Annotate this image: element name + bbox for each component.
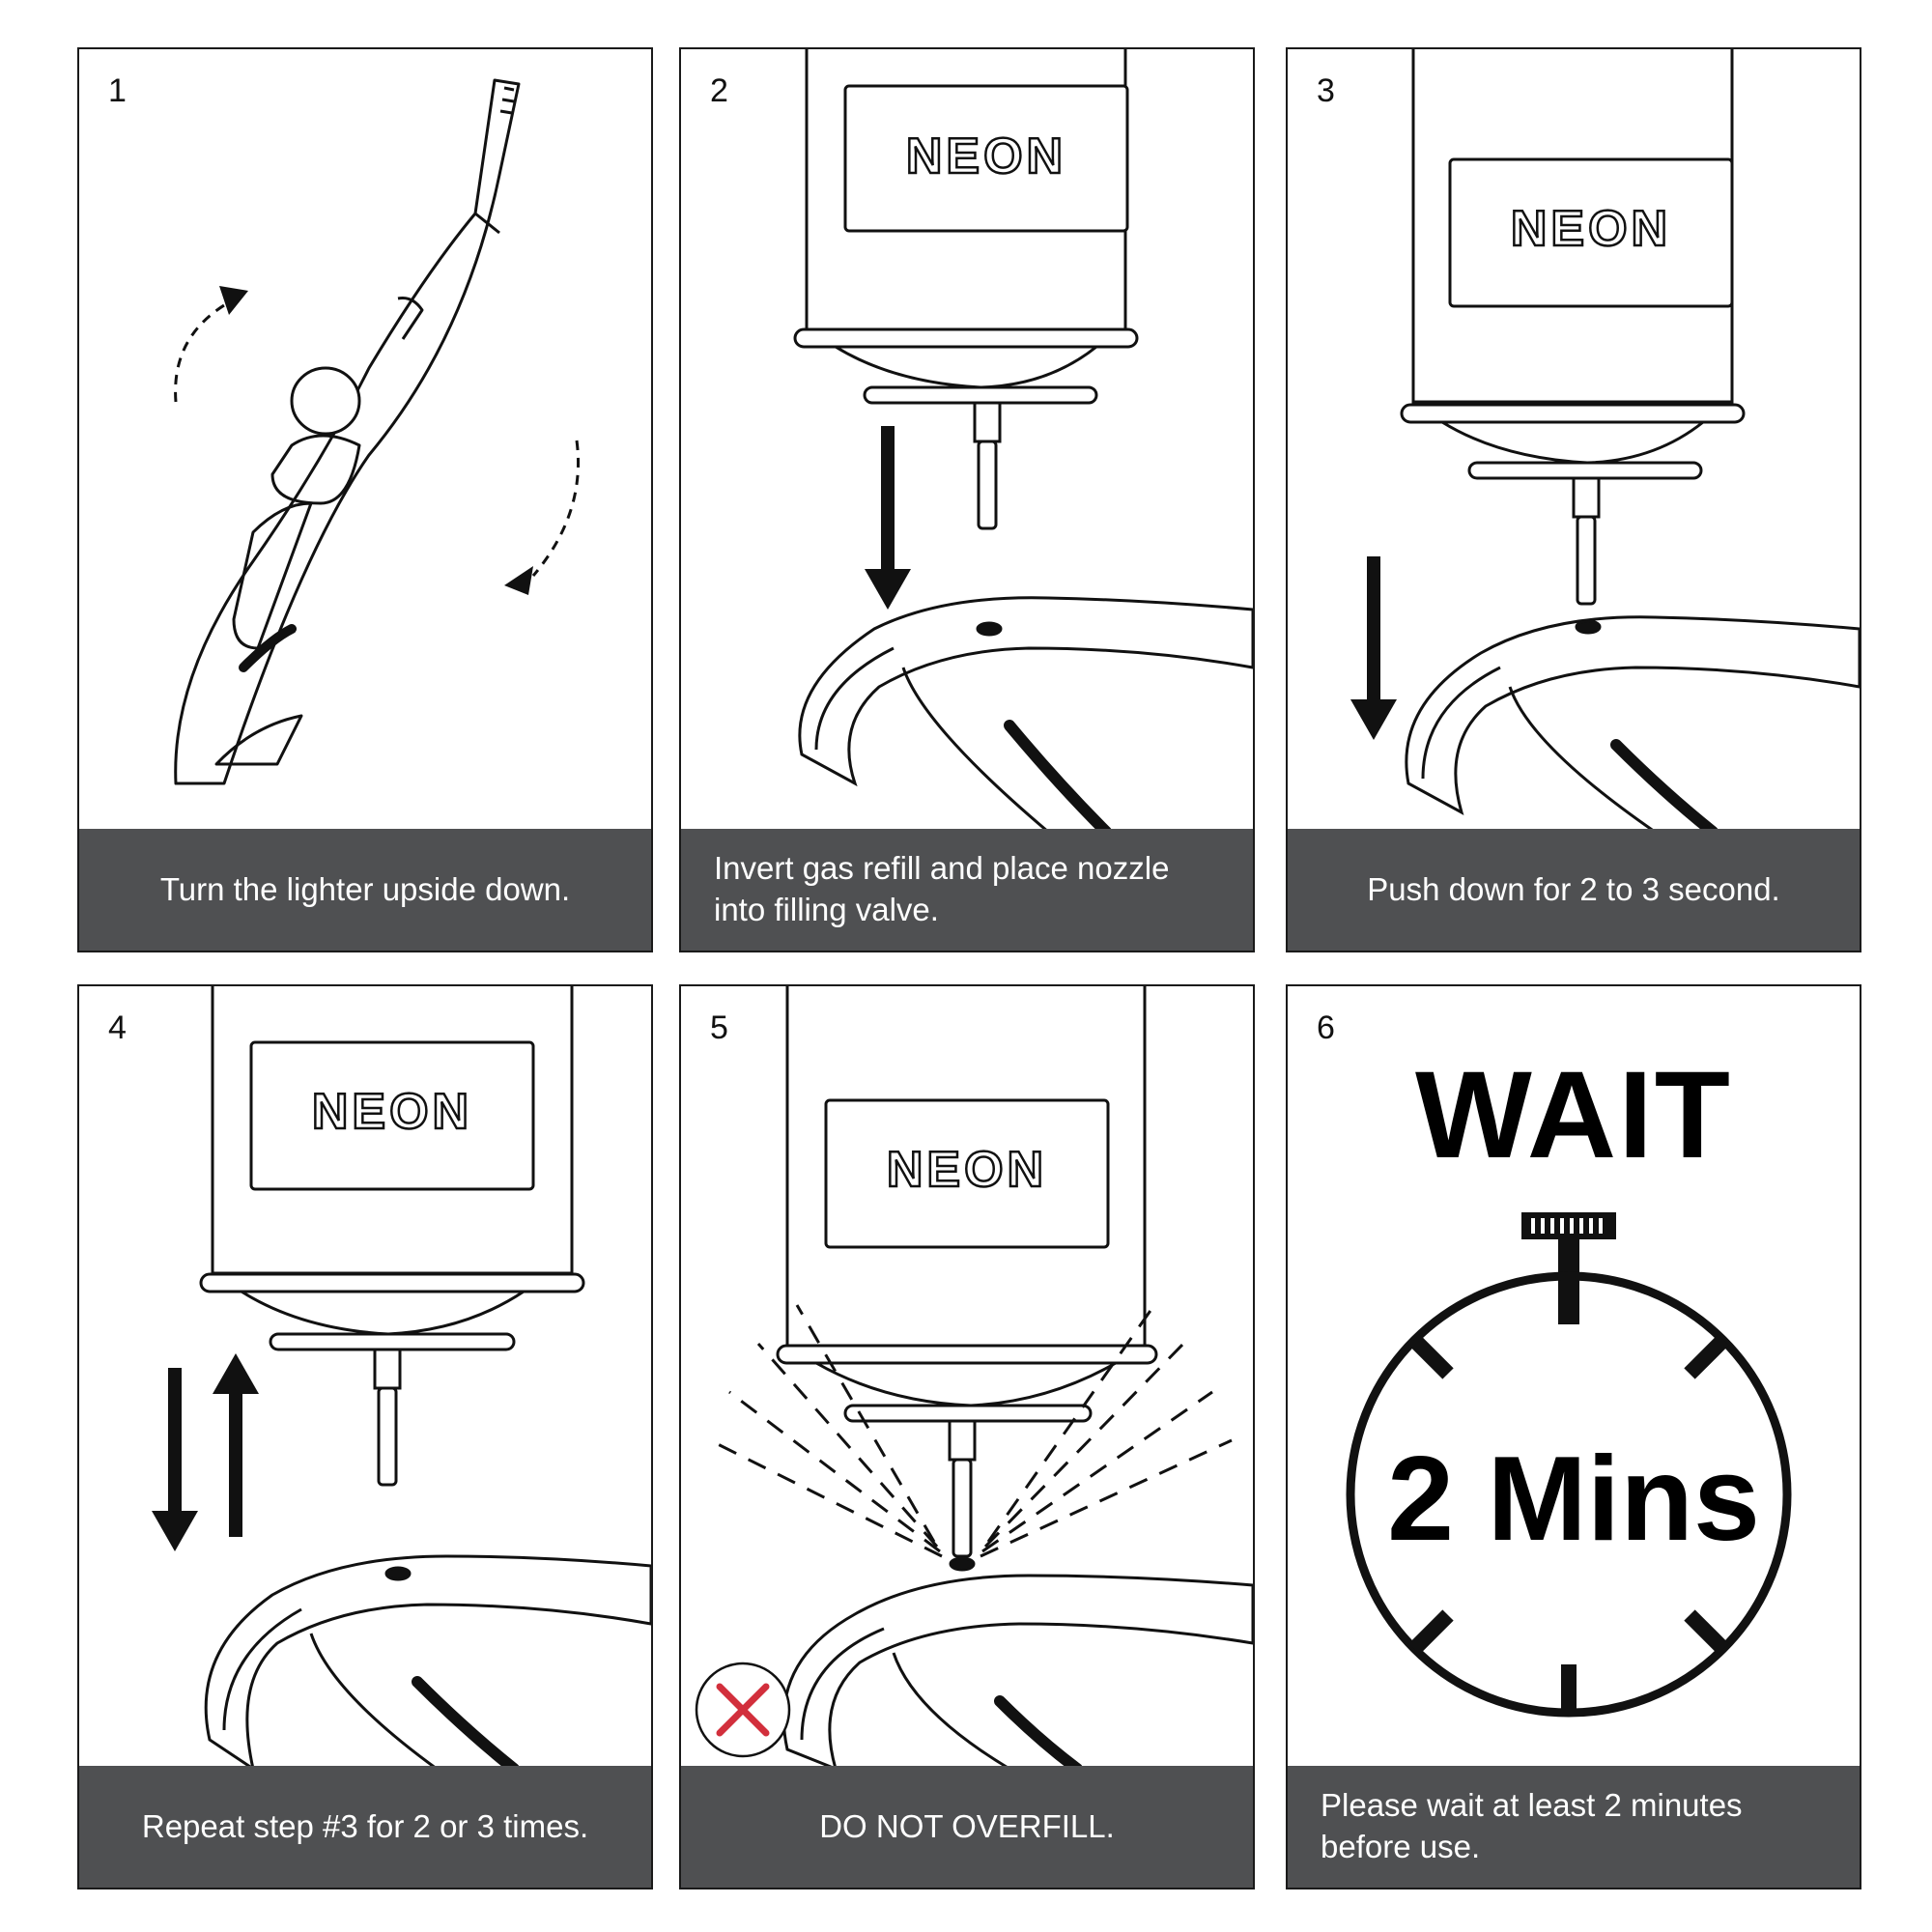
push-down-illustration: NEON (1288, 49, 1860, 835)
repeat-illustration: NEON (79, 986, 651, 1772)
step-panel-4: 4 NEON Repeat step #3 for 2 or 3 times. (77, 984, 653, 1889)
step-caption: DO NOT OVERFILL. (681, 1766, 1253, 1888)
prohibited-x-icon (696, 1663, 789, 1756)
step-panel-6: 6 WAIT 2 Mins Please wait at least 2 min… (1286, 984, 1861, 1889)
wait-duration: 2 Mins (1288, 1431, 1860, 1568)
step-panel-2: 2 NEON Invert gas refill and place nozzl… (679, 47, 1255, 952)
gas-canister-illustration: NEON (681, 49, 1253, 835)
brand-logo: NEON (1511, 201, 1671, 257)
arrow-head-icon (504, 566, 533, 595)
step-caption: Push down for 2 to 3 second. (1288, 829, 1860, 951)
step-panel-1: 1 Turn the lighter upside down. (77, 47, 653, 952)
step-caption: Repeat step #3 for 2 or 3 times. (79, 1766, 651, 1888)
brand-logo: NEON (312, 1084, 472, 1140)
up-arrow-icon (229, 1392, 242, 1537)
down-arrow-icon (168, 1368, 182, 1513)
overfill-warning-illustration: NEON (681, 986, 1253, 1772)
brand-logo: NEON (887, 1142, 1047, 1198)
down-arrow-icon (881, 426, 895, 571)
step-caption: Invert gas refill and place nozzle into … (681, 829, 1253, 951)
step-panel-5: 5 NEON (679, 984, 1255, 1889)
arrow-head-icon (219, 286, 248, 315)
lighter-illustration (79, 49, 651, 835)
step-caption: Turn the lighter upside down. (79, 829, 651, 951)
brand-logo: NEON (906, 128, 1066, 185)
down-arrow-icon (1367, 556, 1380, 701)
step-panel-3: 3 NEON Push down for 2 to 3 second. (1286, 47, 1861, 952)
step-caption: Please wait at least 2 minutes before us… (1288, 1766, 1860, 1888)
stopwatch-icon (1288, 986, 1860, 1772)
